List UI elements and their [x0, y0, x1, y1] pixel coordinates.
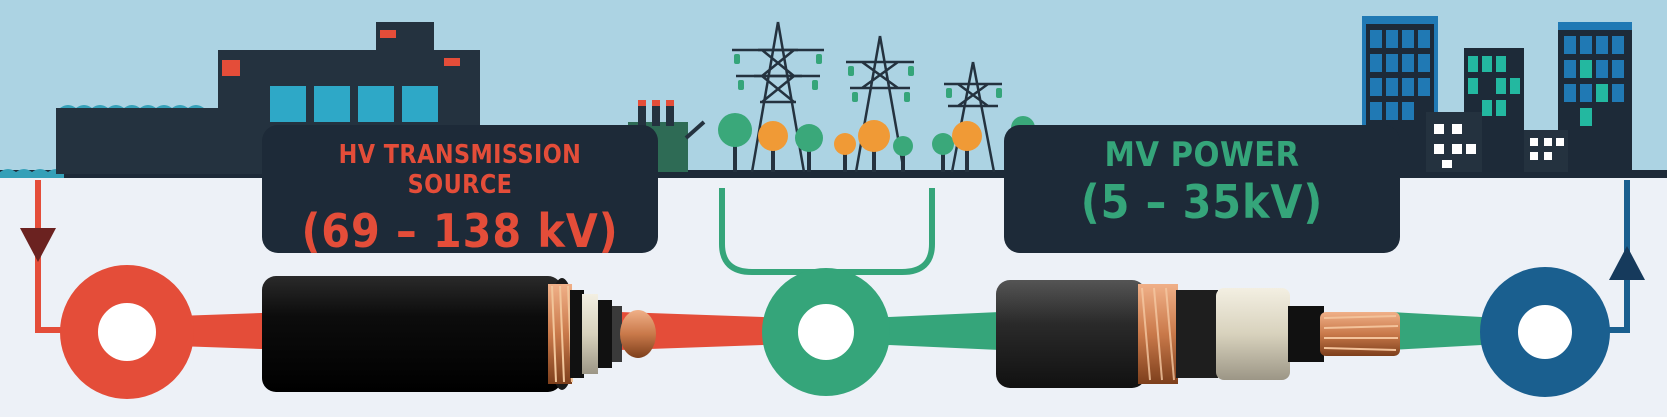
- horizon-line: [0, 170, 1667, 178]
- mv-cable-icon: [996, 280, 1400, 388]
- mv-node: [762, 268, 890, 396]
- arrow-down-icon: [20, 228, 56, 262]
- transmission-tower-icon: [732, 21, 1002, 173]
- mv-power-label: MV POWER (5 – 35kV): [1004, 125, 1400, 253]
- insulator-icon: [734, 54, 1002, 102]
- hv-voltage-range: (69 – 138 kV): [301, 204, 619, 258]
- hv-title: HV TRANSMISSION SOURCE: [338, 140, 582, 200]
- hv-node: [60, 265, 194, 399]
- mv-title: MV POWER: [1104, 135, 1300, 175]
- hv-cable-icon: [262, 276, 656, 392]
- mv-voltage-range: (5 – 35kV): [1080, 175, 1324, 229]
- lv-node: [1480, 267, 1610, 397]
- hv-transmission-label: HV TRANSMISSION SOURCE (69 – 138 kV): [262, 125, 658, 258]
- arrow-up-icon: [1609, 246, 1645, 280]
